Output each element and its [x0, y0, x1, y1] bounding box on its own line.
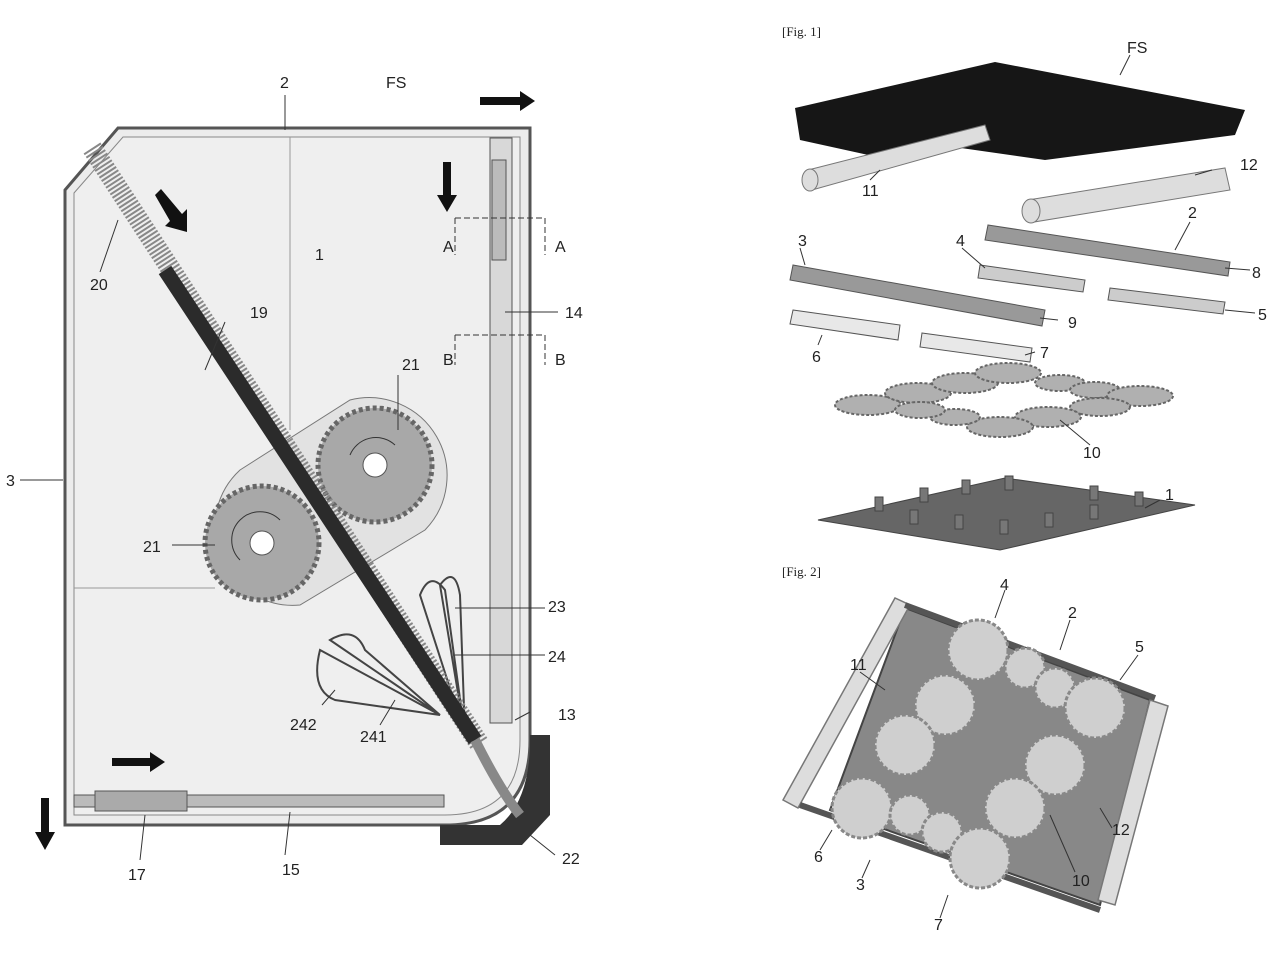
rotation-arrow-lower [231, 511, 281, 561]
spring-241 [316, 633, 441, 716]
fig1: [Fig. 1] [782, 24, 1267, 551]
fig1-leaders [799, 54, 1256, 509]
fig1-label-roller-11: 11 [862, 183, 879, 200]
label-section-a-right: A [555, 239, 566, 256]
fig2-label-bar-3: 3 [856, 877, 865, 894]
fig1-label-fabric: FS [1127, 40, 1147, 57]
fig2: [Fig. 2] 4 2 5 11 12 6 3 7 10 [781, 564, 1169, 934]
fig1-label-end-9: 9 [1068, 315, 1077, 332]
fig1-label-guide-7: 7 [1040, 345, 1049, 362]
label-spring-242: 242 [290, 717, 317, 734]
label-bottom-rail: 15 [282, 862, 300, 879]
label-section-b-left: B [443, 352, 454, 369]
label-belt-teeth: 20 [90, 277, 108, 294]
fig2-gears [830, 618, 1127, 890]
fabric-band [795, 62, 1245, 162]
label-frame-left: 3 [6, 473, 15, 490]
right-rail [489, 137, 513, 724]
belt-curve [470, 737, 524, 819]
base-plate [817, 477, 1196, 551]
fig2-label-roller-12: 12 [1112, 822, 1130, 839]
fig1-label-rack-5: 5 [1258, 307, 1267, 324]
fig2-label-guide-6: 6 [814, 849, 823, 866]
fig1-label-gears: 10 [1083, 445, 1101, 462]
label-fabric: FS [386, 75, 406, 92]
label-gear-upper: 21 [402, 357, 420, 374]
fig2-label-gears: 10 [1072, 873, 1090, 890]
label-spring-24: 24 [548, 649, 566, 666]
fig1-title: [Fig. 1] [782, 24, 821, 39]
fig2-label-rack-4: 4 [1000, 577, 1009, 594]
right-rail-spring [491, 159, 507, 261]
gear-upper-hub [362, 452, 388, 478]
label-section-a-left: A [443, 239, 454, 256]
rollers [801, 124, 1231, 224]
label-corner-13: 13 [558, 707, 576, 724]
leader-lines [20, 95, 558, 861]
fig2-label-bar-2: 2 [1068, 605, 1077, 622]
fig1-label-base: 1 [1165, 487, 1174, 504]
fig1-label-end-8: 8 [1252, 265, 1261, 282]
fig1-label-guide-6: 6 [812, 349, 821, 366]
bottom-spring [94, 790, 188, 812]
fig2-rollers [781, 597, 1169, 906]
label-frame-top: 2 [280, 75, 289, 92]
base-pins [874, 475, 1144, 535]
section-line-a [454, 217, 546, 255]
section-line-b [454, 334, 546, 365]
fig1-label-bar-3: 3 [798, 233, 807, 250]
fig2-title: [Fig. 2] [782, 564, 821, 579]
label-bottom-spring: 17 [128, 867, 146, 884]
label-panel: 1 [315, 247, 324, 264]
rotation-arrow-upper [349, 437, 396, 456]
bars [789, 224, 1231, 363]
label-right-rail: 14 [565, 305, 583, 322]
fig2-label-guide-7: 7 [934, 917, 943, 934]
label-gear-lower: 21 [143, 539, 161, 556]
label-corner-block: 22 [562, 851, 580, 868]
fig2-label-roller-11: 11 [850, 657, 867, 674]
gear-ring [834, 362, 1174, 438]
left-figure: 2 FS 20 19 1 A A 14 B B 21 21 3 23 24 24… [6, 75, 583, 884]
fig2-leaders [819, 589, 1139, 919]
label-spring-241: 241 [360, 729, 387, 746]
corner-block [440, 735, 550, 845]
gear-lower-hub [249, 530, 275, 556]
fig1-label-roller-12: 12 [1240, 157, 1258, 174]
fig1-label-bar-2: 2 [1188, 205, 1197, 222]
label-spring-23: 23 [548, 599, 566, 616]
fig1-label-rack-4: 4 [956, 233, 965, 250]
fig2-label-rack-5: 5 [1135, 639, 1144, 656]
belt [158, 265, 482, 745]
spring-23 [418, 576, 466, 736]
arrow-icon [35, 91, 535, 850]
label-section-b-right: B [555, 352, 566, 369]
label-belt: 19 [250, 305, 268, 322]
